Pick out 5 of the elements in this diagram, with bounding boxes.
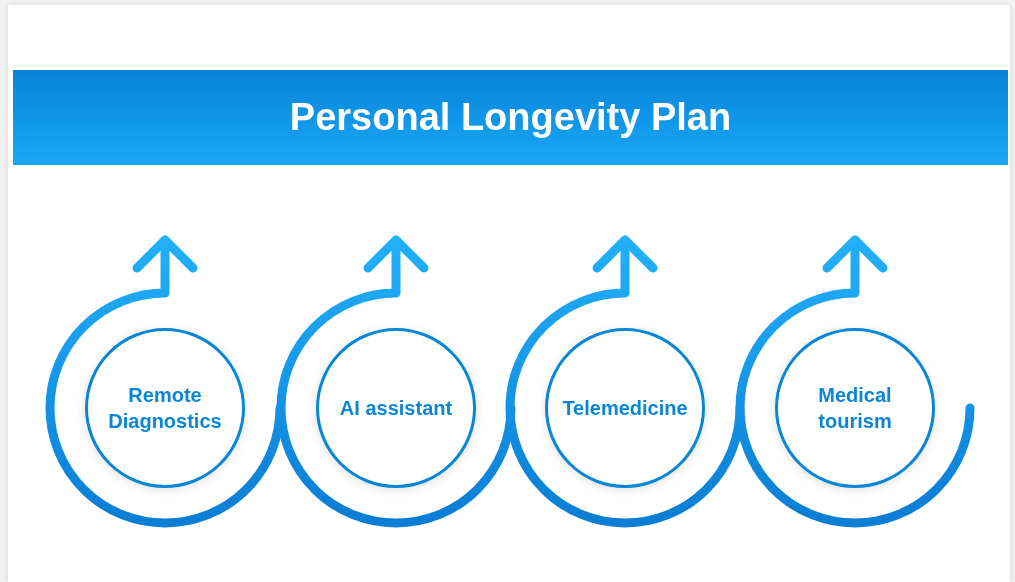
step-label: AI assistant: [338, 396, 454, 421]
step-label: Medical tourism: [817, 383, 893, 434]
title: Personal Longevity Plan: [289, 96, 732, 139]
step-label: Remote Diagnostics: [107, 383, 223, 434]
step-label: Telemedicine: [561, 396, 689, 421]
